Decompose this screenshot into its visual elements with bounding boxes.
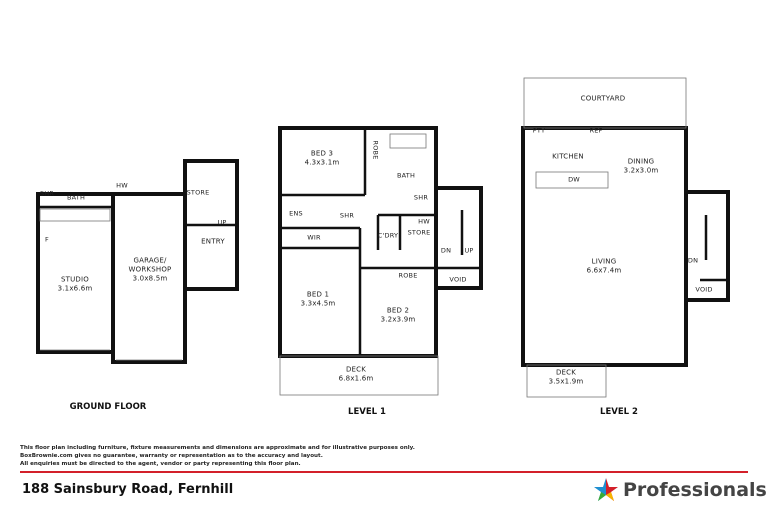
l1-void-label: VOID xyxy=(449,275,467,284)
wir-label: WIR xyxy=(307,233,321,242)
l1-up-label: UP xyxy=(464,246,474,255)
bed3-size: 4.3x3.1m xyxy=(304,158,340,167)
l2-deck-size: 3.5x1.9m xyxy=(548,377,584,386)
professionals-logo: Professionals xyxy=(593,477,767,503)
brand-name: Professionals xyxy=(623,479,767,501)
garage-size: 3.0x8.5m xyxy=(132,274,168,283)
cdry-label: C'DRY xyxy=(377,231,399,240)
bed1-label: BED 1 xyxy=(306,290,330,299)
courtyard-label: COURTYARD xyxy=(580,94,626,103)
property-address: 188 Sainsbury Road, Fernhill xyxy=(22,482,234,497)
disclaimer-line: All enquiries must be directed to the ag… xyxy=(20,461,301,467)
workshop-label: WORKSHOP xyxy=(128,265,172,274)
level1-deck-outline xyxy=(279,355,439,396)
l1-dn-label: DN xyxy=(440,246,452,255)
disclaimer-line: This floor plan including furniture, fix… xyxy=(20,445,415,451)
red-divider xyxy=(20,471,748,473)
level2-title: LEVEL 2 xyxy=(600,407,638,417)
bed3-label: BED 3 xyxy=(310,149,334,158)
gf-fridge-label: F xyxy=(45,235,49,244)
l1-deck-label: DECK xyxy=(345,365,367,374)
ens-label: ENS xyxy=(289,209,303,218)
studio-size: 3.1x6.6m xyxy=(57,284,93,293)
kitchen-label: KITCHEN xyxy=(552,152,584,161)
ground-floor-title: GROUND FLOOR xyxy=(69,402,147,412)
bed2-size: 3.2x3.9m xyxy=(380,315,416,324)
level2-walls xyxy=(521,126,688,367)
level1-stair-walls xyxy=(434,186,483,290)
pantry-label: PTY xyxy=(532,126,546,135)
disclaimer: This floor plan including furniture, fix… xyxy=(20,444,415,468)
dining-label: DINING xyxy=(627,157,655,166)
dw-label: DW xyxy=(568,175,580,184)
l2-dn-label: DN xyxy=(687,256,699,265)
entry-label: ENTRY xyxy=(201,237,225,246)
bath-shr-label: SHR xyxy=(413,193,429,202)
level2-deck-outline xyxy=(526,364,607,398)
ens-shr-label: SHR xyxy=(339,211,355,220)
ref-label: REF xyxy=(589,126,603,135)
gf-shr-label: SHR xyxy=(39,189,55,198)
garage-label: GARAGE/ xyxy=(133,256,167,265)
gf-store-label: STORE xyxy=(186,188,210,197)
l2-void-label: VOID xyxy=(695,285,713,294)
studio-walls xyxy=(36,192,115,354)
gf-bath-label: BATH xyxy=(66,193,86,202)
courtyard-outline xyxy=(523,77,687,129)
l1-hw-label: HW xyxy=(418,217,430,226)
gf-up-label: UP xyxy=(217,218,227,227)
l1-robe-label: ROBE xyxy=(371,140,380,160)
level2-stair-walls xyxy=(684,190,730,302)
l1-store-label: STORE xyxy=(407,228,431,237)
living-size: 6.6x7.4m xyxy=(586,266,622,275)
gf-hw-label: HW xyxy=(116,181,128,190)
l1-bath-label: BATH xyxy=(396,171,416,180)
bed1-size: 3.3x4.5m xyxy=(300,299,336,308)
bed2-robe-label: ROBE xyxy=(398,271,418,280)
dining-size: 3.2x3.0m xyxy=(623,166,659,175)
living-label: LIVING xyxy=(591,257,617,266)
level1-title: LEVEL 1 xyxy=(348,407,386,417)
l1-deck-size: 6.8x1.6m xyxy=(338,374,374,383)
l2-deck-label: DECK xyxy=(555,368,577,377)
star-logo-icon xyxy=(594,478,618,501)
bed2-label: BED 2 xyxy=(386,306,410,315)
studio-label: STUDIO xyxy=(60,275,90,284)
disclaimer-line: BoxBrownie.com gives no guarantee, warra… xyxy=(20,453,323,459)
